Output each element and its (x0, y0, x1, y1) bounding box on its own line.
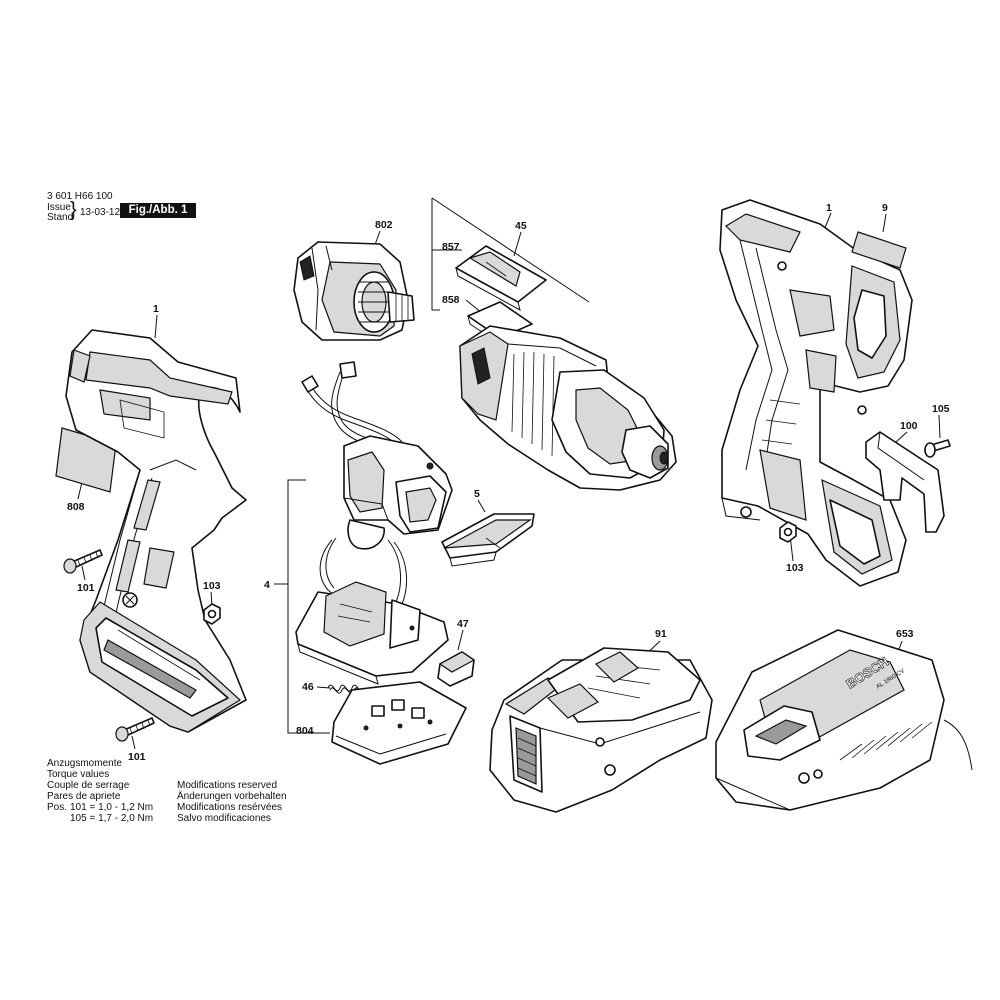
torque-row-101: 101 = 1,0 - 1,2 Nm (70, 802, 154, 813)
switch-base-plate (295, 581, 449, 685)
callout-5: 5 (474, 488, 480, 500)
gearbox-chuck-45 (459, 325, 677, 491)
belt-clip-100 (865, 431, 945, 533)
callout-858: 858 (442, 294, 460, 306)
callout-653: 653 (896, 628, 914, 640)
plate-804 (331, 681, 467, 765)
charger-653 (715, 629, 973, 811)
group-bracket-4 (274, 479, 330, 734)
callout-103-left: 103 (203, 580, 221, 592)
stand-label: Stand (47, 212, 74, 223)
callout-808: 808 (67, 501, 85, 513)
callout-1-left: 1 (153, 303, 159, 315)
torque-line-1: Anzugsmomente (47, 758, 123, 769)
screw-101-lower (115, 717, 155, 742)
callout-804: 804 (296, 725, 314, 737)
modifications-line-1: Modifications reserved (177, 780, 278, 791)
callout-1-right: 1 (826, 202, 832, 214)
callout-103-right: 103 (786, 562, 804, 574)
callout-47: 47 (457, 618, 469, 630)
torque-line-4: Pares de apriete (47, 791, 121, 802)
battery-pack-91 (489, 647, 713, 813)
housing-half-left (65, 329, 247, 733)
issue-date: 13-03-12 (80, 207, 121, 218)
figure-label: Fig./Abb. 1 (120, 203, 196, 218)
torque-line-3: Couple de serrage (47, 780, 130, 791)
callout-100: 100 (900, 420, 918, 432)
callout-101-upper: 101 (77, 582, 95, 594)
nut-103-right (779, 521, 797, 543)
callout-91: 91 (655, 628, 667, 640)
nut-103-left (203, 603, 221, 625)
wire-harness (301, 361, 405, 449)
callout-46: 46 (302, 681, 314, 693)
torque-pos-label: Pos. (47, 802, 68, 813)
torque-row-105: 105 = 1,7 - 2,0 Nm (70, 813, 154, 824)
housing-half-right (719, 199, 913, 587)
callout-4: 4 (264, 579, 270, 591)
modifications-line-4: Salvo modificaciones (177, 813, 271, 824)
switch-assembly-4 (319, 435, 453, 613)
callout-45: 45 (515, 220, 527, 232)
motor-802 (293, 241, 415, 341)
brace-glyph: } (70, 199, 77, 221)
group-bracket-45 (431, 197, 590, 311)
part-47 (437, 651, 476, 687)
issue-label: Issue (47, 202, 71, 213)
part-5 (441, 513, 535, 567)
part-number: 3 601 H66 100 (47, 191, 113, 202)
modifications-line-2: Änderungen vorbehalten (177, 791, 287, 802)
callout-101-lower: 101 (128, 751, 146, 763)
callout-9: 9 (882, 202, 888, 214)
callout-105: 105 (932, 403, 950, 415)
label-9 (851, 231, 907, 269)
screw-101-upper (63, 549, 103, 574)
modifications-line-3: Modifications resérvées (177, 802, 283, 813)
torque-line-2: Torque values (47, 769, 110, 780)
slider-857 (455, 245, 547, 311)
screw-105 (924, 439, 951, 458)
callout-802: 802 (375, 219, 393, 231)
